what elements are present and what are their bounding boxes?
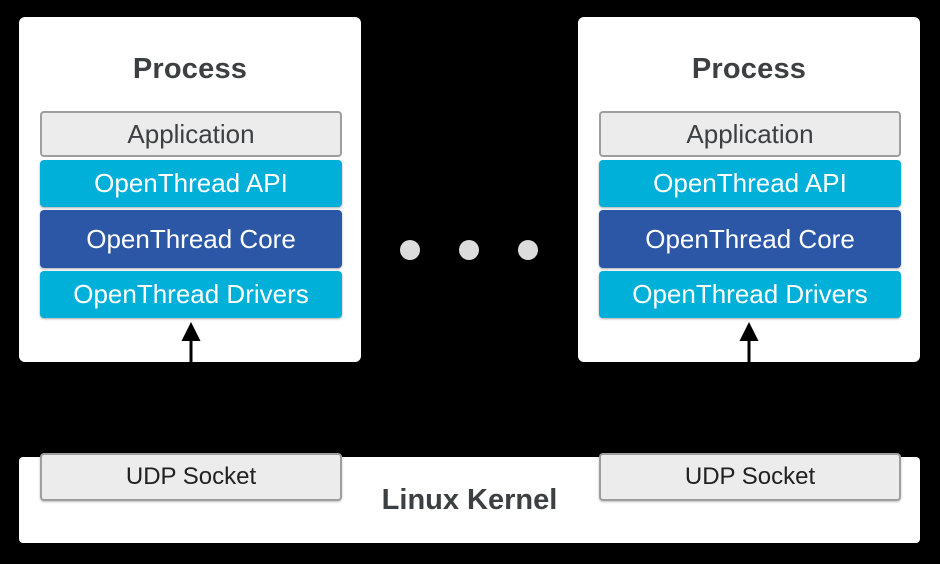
udp-socket-right: UDP Socket [599,453,901,501]
process-title: Process [691,53,807,85]
layer-openthread-core: OpenThread Core [40,210,342,268]
layer-openthread-api: OpenThread API [40,160,342,207]
ellipsis-dot [518,240,538,260]
process-card-right: Process Application OpenThread API OpenT… [578,17,920,362]
linux-kernel-bar: Linux Kernel UDP Socket UDP Socket [19,453,920,543]
ellipsis-dot [459,240,479,260]
linux-kernel-label: Linux Kernel [381,483,558,516]
layer-openthread-api: OpenThread API [599,160,901,207]
layer-openthread-drivers: OpenThread Drivers [40,271,342,318]
ellipsis-separator [400,240,538,260]
ellipsis-dot [400,240,420,260]
layer-application: Application [40,111,342,157]
udp-socket-left: UDP Socket [40,453,342,501]
process-card-left: Process Application OpenThread API OpenT… [19,17,361,362]
layer-openthread-core: OpenThread Core [599,210,901,268]
process-title: Process [132,53,248,85]
layer-application: Application [599,111,901,157]
layer-openthread-drivers: OpenThread Drivers [599,271,901,318]
